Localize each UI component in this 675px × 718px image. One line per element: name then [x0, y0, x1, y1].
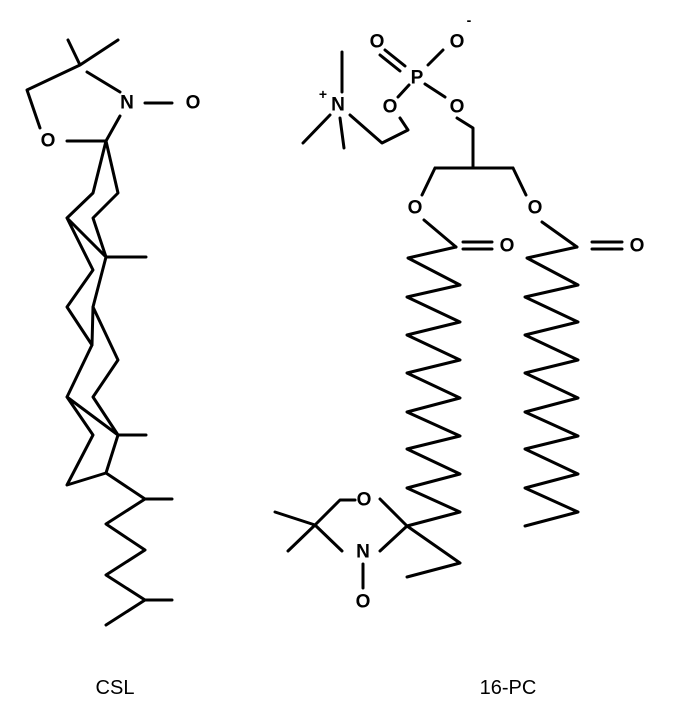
positive-charge: + [319, 86, 327, 102]
doxyl-ring-oxygen: O [357, 490, 372, 511]
phosphate-anionic-oxygen: O [450, 32, 465, 53]
csl-structure: O N O CSL [25, 38, 201, 699]
doxyl-nitrogen: N [356, 542, 370, 563]
phosphate-oxo-oxygen: O [370, 32, 385, 53]
phosphate-choline-oxygen: O [383, 97, 398, 118]
carbonyl-oxygen-sn2: O [500, 236, 515, 257]
doxyl-nitroxide-oxygen: O [356, 592, 371, 613]
negative-charge: - [467, 12, 472, 28]
phosphorus: P [411, 68, 424, 89]
csl-nitrogen: N [120, 93, 134, 114]
csl-ring-oxygen: O [41, 131, 56, 152]
csl-nitroxide-oxygen: O [186, 93, 201, 114]
phosphate-glycerol-oxygen: O [450, 97, 465, 118]
pc-structure: O O - P O O N + O O O O O N O 16-PC [273, 12, 645, 699]
pc-label: 16-PC [480, 677, 537, 699]
csl-bonds [25, 38, 174, 627]
pc-bonds [273, 48, 624, 590]
quaternary-nitrogen: N [331, 95, 345, 116]
csl-label: CSL [96, 677, 135, 699]
ester-oxygen-sn2: O [408, 198, 423, 219]
carbonyl-oxygen-sn1: O [630, 236, 645, 257]
ester-oxygen-sn1: O [528, 198, 543, 219]
